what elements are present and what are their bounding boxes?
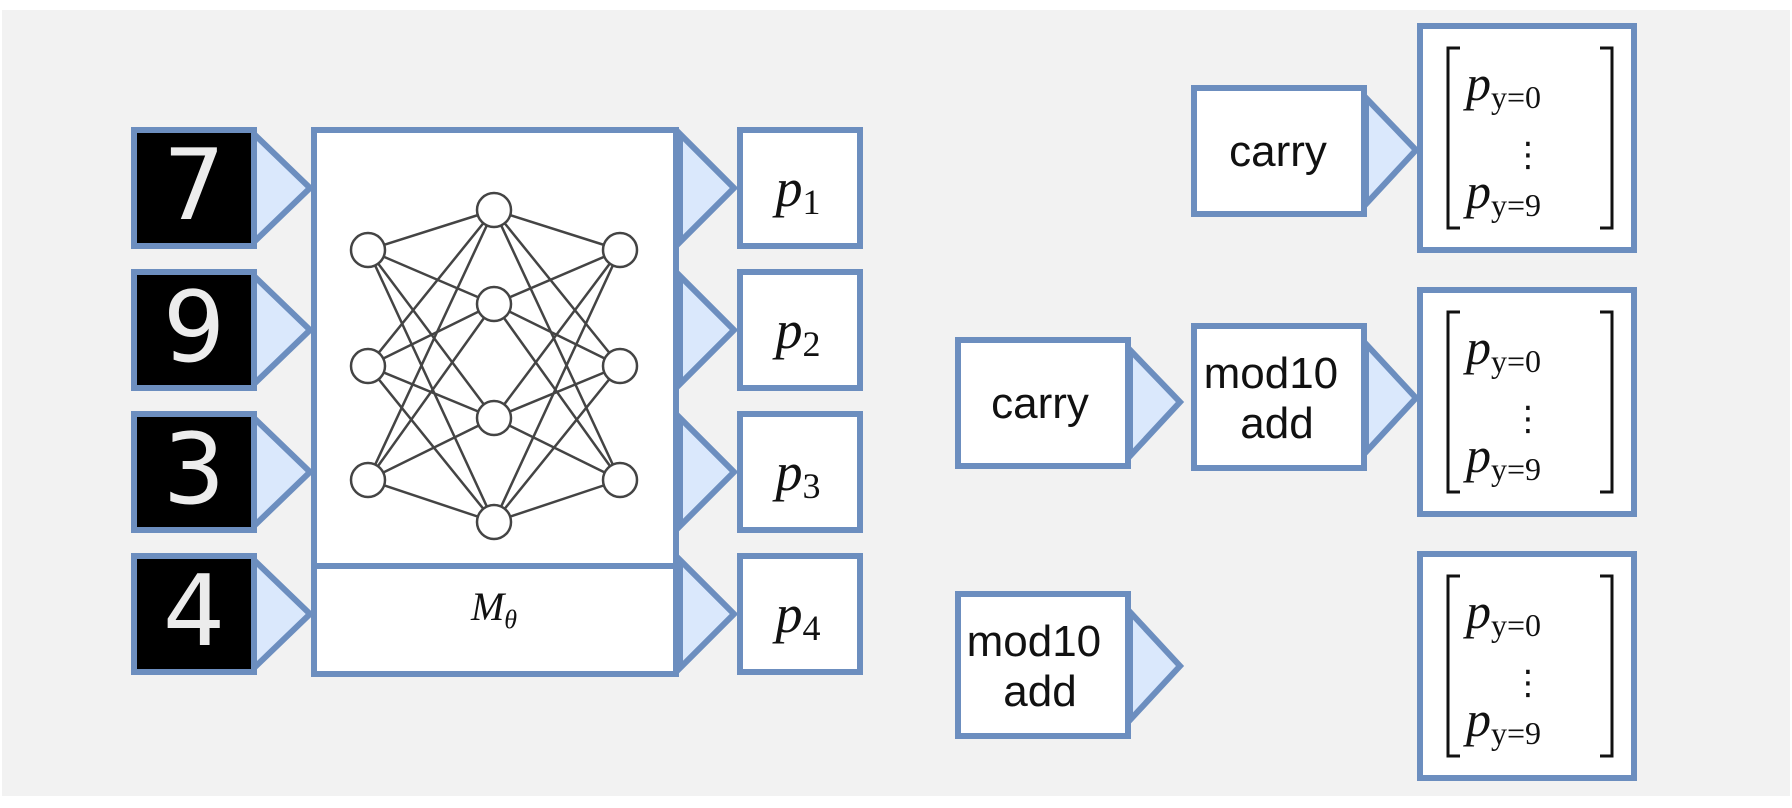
nn-node	[349, 461, 387, 499]
arrow-model-to-output-1	[677, 126, 739, 250]
digit-glyph-3: 3	[163, 413, 225, 527]
arrow-model-to-output-3	[677, 410, 739, 534]
probability-vector-bottom: py=0 ⋮ py=9	[1417, 551, 1637, 781]
svg-text:py=0: py=0	[1463, 583, 1541, 643]
svg-text:⋮: ⋮	[1511, 135, 1545, 175]
nn-edge	[492, 209, 622, 481]
nn-edge	[367, 208, 495, 252]
nn-edge	[367, 416, 495, 482]
digit-input-1: 7	[131, 127, 257, 249]
digit-glyph-2: 9	[163, 271, 225, 385]
nn-node	[475, 285, 513, 323]
digit-input-2: 9	[131, 269, 257, 391]
nn-edge	[367, 209, 495, 367]
nn-edge	[366, 209, 496, 481]
output-2-subscript: 2	[803, 324, 821, 364]
carry-box-top: carry	[1191, 85, 1367, 217]
svg-text:p4: p4	[772, 584, 821, 648]
nn-node	[475, 191, 513, 229]
nn-edge	[367, 478, 495, 524]
output-3-subscript: 3	[803, 466, 821, 506]
output-box-1: p1	[737, 127, 863, 249]
nn-edge	[367, 365, 495, 523]
nn-edge	[492, 249, 622, 523]
digit-glyph-4: 4	[163, 555, 225, 669]
arrow-digit-1-to-model	[251, 126, 315, 250]
arrow-mod10-bottom	[1127, 604, 1185, 728]
svg-text:⋮: ⋮	[1511, 663, 1545, 703]
digit-input-3: 3	[131, 411, 257, 533]
svg-text:py=9: py=9	[1463, 427, 1541, 487]
mod10-add-box-bottom: mod10 add	[955, 591, 1131, 739]
svg-text:p2: p2	[772, 300, 821, 364]
carry-label-middle: carry	[991, 379, 1089, 428]
digit-glyph-1: 7	[163, 129, 225, 243]
probability-vector-top: py=0 ⋮ py=9	[1417, 23, 1637, 253]
mod10-add-label-middle: mod10 add	[1204, 349, 1351, 448]
nn-edge	[493, 364, 621, 420]
nn-node	[601, 347, 639, 385]
svg-text:p3: p3	[772, 442, 821, 506]
mod10-add-label-bottom: mod10 add	[967, 617, 1114, 716]
output-1-subscript: 1	[803, 182, 821, 222]
nn-node	[475, 399, 513, 437]
arrow-mod10-to-vector-middle	[1363, 336, 1421, 460]
arrow-carry-to-vector-top	[1363, 90, 1421, 212]
model-label-subscript: θ	[504, 605, 517, 634]
nn-node	[349, 231, 387, 269]
nn-edge	[493, 209, 621, 367]
svg-text:py=0: py=0	[1463, 319, 1541, 379]
nn-edge	[493, 416, 621, 482]
nn-edge	[366, 249, 496, 523]
output-box-3: p3	[737, 411, 863, 533]
carry-box-middle: carry	[955, 337, 1131, 469]
probability-vector-middle: py=0 ⋮ py=9	[1417, 287, 1637, 517]
arrow-carry-to-mod10-middle	[1127, 342, 1185, 464]
nn-edge	[367, 248, 495, 306]
svg-text:p1: p1	[772, 158, 821, 222]
svg-text:py=9: py=9	[1463, 691, 1541, 751]
nn-edge	[367, 302, 495, 368]
nn-edge	[493, 365, 621, 523]
model-label: Mθ	[470, 584, 517, 634]
output-box-2: p2	[737, 269, 863, 391]
arrow-digit-3-to-model	[251, 410, 315, 534]
output-4-subscript: 4	[803, 608, 821, 648]
nn-node	[475, 503, 513, 541]
nn-node	[601, 461, 639, 499]
neural-network-icon	[349, 191, 639, 541]
arrow-model-to-output-4	[677, 552, 739, 676]
nn-node	[349, 347, 387, 385]
nn-node	[601, 231, 639, 269]
output-box-4: p4	[737, 553, 863, 675]
svg-text:py=9: py=9	[1463, 163, 1541, 223]
nn-edge	[493, 478, 621, 524]
arrow-digit-4-to-model	[251, 552, 315, 676]
nn-edge	[366, 303, 496, 481]
svg-text:⋮: ⋮	[1511, 399, 1545, 439]
arrow-digit-2-to-model	[251, 268, 315, 392]
digit-input-4: 4	[131, 553, 257, 675]
mod10-add-box-middle: mod10 add	[1191, 323, 1367, 471]
nn-edge	[493, 208, 621, 252]
arrow-model-to-output-2	[677, 268, 739, 392]
carry-label-top: carry	[1229, 127, 1327, 176]
svg-text:py=0: py=0	[1463, 55, 1541, 115]
nn-edge	[493, 248, 621, 306]
nn-edge	[493, 249, 621, 419]
